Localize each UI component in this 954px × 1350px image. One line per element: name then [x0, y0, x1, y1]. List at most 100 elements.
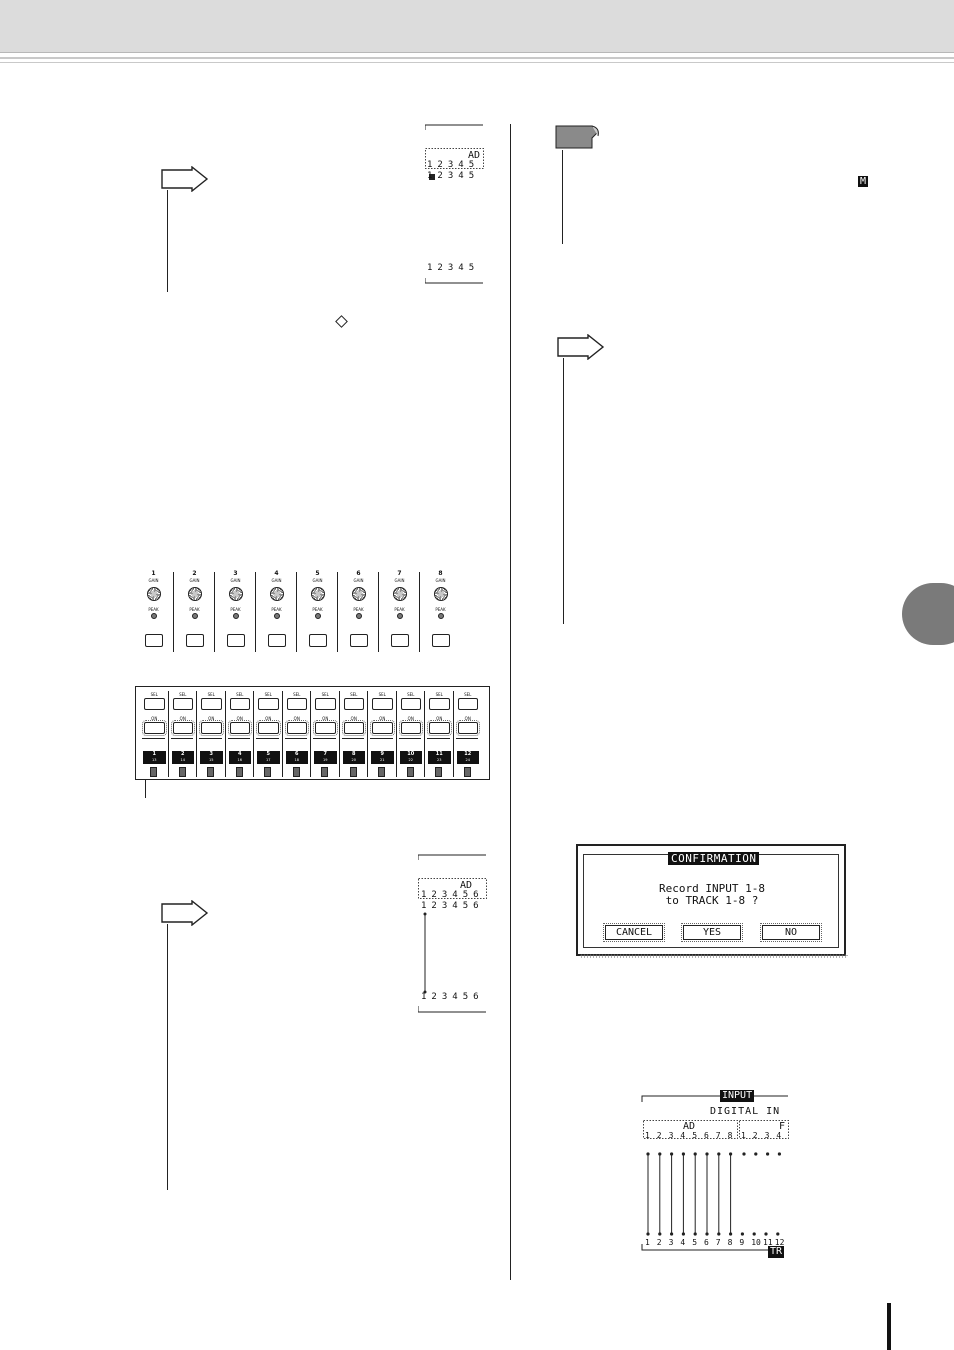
fader-icon[interactable]	[321, 767, 329, 777]
tr-label: TR	[768, 1246, 785, 1258]
fader-icon[interactable]	[292, 767, 300, 777]
channel-strip-label: 6 18	[285, 751, 308, 764]
sel-label: SEL	[236, 692, 244, 697]
lcd-middle: AD 123456 123456 123456	[418, 854, 488, 1014]
mixer-bottom-channel: SEL ON 9 21	[367, 687, 399, 779]
dialog-message-line1: Record INPUT 1-8	[659, 882, 765, 895]
on-button[interactable]	[455, 720, 480, 736]
on-button[interactable]	[284, 720, 309, 736]
dialog-title: CONFIRMATION	[668, 852, 760, 865]
routing-input-number: 2	[656, 1131, 662, 1140]
diamond-icon	[335, 315, 348, 328]
mixer-bottom-channel: SEL ON 5 17	[253, 687, 285, 779]
fader-icon[interactable]	[207, 767, 215, 777]
mixer-bottom-channel: SEL ON 6 18	[281, 687, 314, 779]
fader-icon[interactable]	[264, 767, 272, 777]
routing-track-number: 5	[692, 1238, 698, 1247]
mixer-bottom-channel: SEL ON 10 22	[395, 687, 428, 779]
fader-icon[interactable]	[349, 767, 357, 777]
gain-knob-icon[interactable]	[187, 587, 202, 601]
tip-rule	[167, 190, 168, 292]
sel-label: SEL	[264, 692, 272, 697]
sel-button[interactable]	[144, 698, 165, 710]
mixer-top-channel: 4 GAIN PEAK	[255, 568, 300, 660]
mixer-bottom-channel: SEL ON 7 19	[310, 687, 342, 779]
routing-track-number: 3	[668, 1238, 674, 1247]
fader-icon[interactable]	[406, 767, 414, 777]
gain-label: GAIN	[230, 578, 241, 583]
sel-button[interactable]	[229, 698, 250, 710]
on-button[interactable]	[427, 720, 452, 736]
channel-number: 8	[438, 570, 443, 577]
no-button[interactable]: NO	[760, 923, 822, 942]
column-divider	[510, 124, 511, 1280]
fader-icon[interactable]	[235, 767, 243, 777]
channel-button[interactable]	[349, 634, 368, 647]
on-button[interactable]	[170, 720, 195, 736]
dialog-message-line2: to TRACK 1-8 ?	[665, 894, 759, 907]
sel-label: SEL	[293, 692, 301, 697]
fader-icon[interactable]	[435, 767, 443, 777]
gain-knob-icon[interactable]	[433, 587, 448, 601]
on-button[interactable]	[398, 720, 423, 736]
fader-icon[interactable]	[378, 767, 386, 777]
channel-button[interactable]	[267, 634, 286, 647]
lcd-middle-track-row: 123456	[421, 992, 484, 1002]
sel-button[interactable]	[258, 698, 279, 710]
on-button[interactable]	[341, 720, 366, 736]
gain-knob-icon[interactable]	[146, 587, 161, 601]
fader-icon[interactable]	[463, 767, 471, 777]
channel-button[interactable]	[185, 634, 204, 647]
cancel-button[interactable]: CANCEL	[603, 923, 665, 942]
fader-icon[interactable]	[150, 767, 158, 777]
gain-knob-icon[interactable]	[269, 587, 284, 601]
sel-button[interactable]	[457, 698, 478, 710]
sel-button[interactable]	[201, 698, 222, 710]
on-label: ON	[379, 716, 386, 721]
channel-button[interactable]	[144, 634, 163, 647]
sel-button[interactable]	[315, 698, 336, 710]
yes-button[interactable]: YES	[681, 923, 743, 942]
gain-label: GAIN	[189, 578, 200, 583]
channel-button[interactable]	[390, 634, 409, 647]
peak-led-icon	[314, 613, 321, 619]
gain-knob-icon[interactable]	[351, 587, 366, 601]
on-button[interactable]	[142, 720, 167, 736]
on-button[interactable]	[199, 720, 224, 736]
routing-input-number: 8	[727, 1131, 733, 1140]
on-button[interactable]	[227, 720, 252, 736]
mixer-bottom-channel: SEL ON 2 14	[167, 687, 200, 779]
channel-number: 3	[233, 570, 238, 577]
sel-label: SEL	[464, 692, 472, 697]
on-button[interactable]	[256, 720, 281, 736]
sel-button[interactable]	[372, 698, 393, 710]
sel-button[interactable]	[400, 698, 421, 710]
gain-knob-icon[interactable]	[228, 587, 243, 601]
gain-knob-icon[interactable]	[392, 587, 407, 601]
channel-button[interactable]	[431, 634, 450, 647]
routing-group-right-label: F	[779, 1121, 786, 1132]
mixer-bottom-panel: SEL ON 1 13 SEL ON 2 14 SEL	[135, 686, 490, 780]
gain-label: GAIN	[312, 578, 323, 583]
peak-label: PEAK	[189, 607, 200, 612]
routing-track-number: 8	[727, 1238, 733, 1247]
sel-button[interactable]	[429, 698, 450, 710]
tip-rule-2	[167, 924, 168, 1190]
fader-icon[interactable]	[178, 767, 186, 777]
peak-led-icon	[232, 613, 239, 619]
channel-strip-label: 5 17	[257, 751, 280, 764]
peak-label: PEAK	[435, 607, 446, 612]
on-button[interactable]	[370, 720, 395, 736]
sel-button[interactable]	[172, 698, 193, 710]
sel-label: SEL	[378, 692, 386, 697]
gain-knob-icon[interactable]	[310, 587, 325, 601]
lcd-track-row-bottom: 12345	[427, 263, 480, 273]
channel-button[interactable]	[226, 634, 245, 647]
mixer-bottom-channel: SEL ON 3 15	[196, 687, 228, 779]
sel-button[interactable]	[286, 698, 307, 710]
on-button[interactable]	[313, 720, 338, 736]
lcd-track-row: 12345	[427, 171, 480, 181]
channel-button[interactable]	[308, 634, 327, 647]
sel-button[interactable]	[343, 698, 364, 710]
